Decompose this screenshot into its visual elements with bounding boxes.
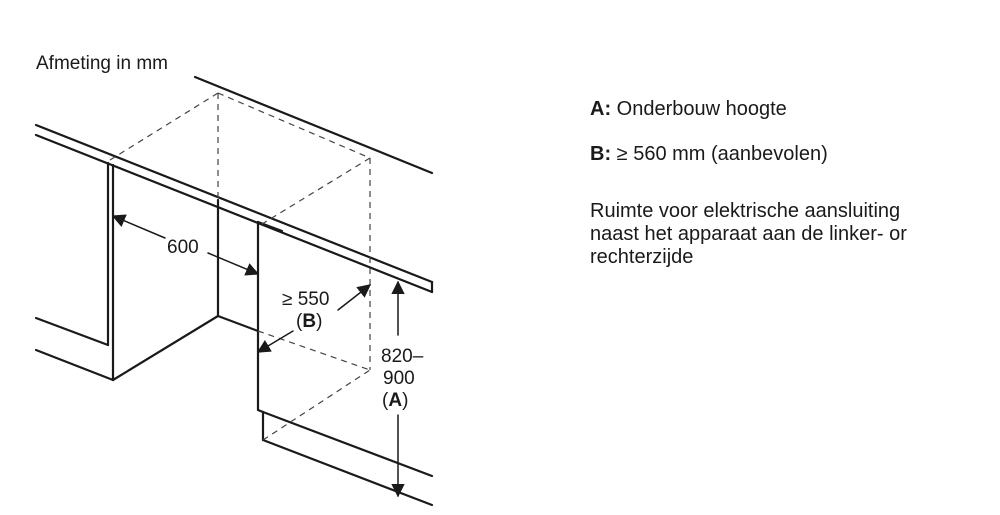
height-reference: (A) xyxy=(382,390,408,411)
legend-text-a: Onderbouw hoogte xyxy=(611,98,787,120)
legend: A: Onderbouw hoogte B: ≥ 560 mm (aanbevo… xyxy=(590,98,990,269)
width-label: 600 xyxy=(167,237,199,258)
electrical-connection-note: Ruimte voor elektrische aansluiting naas… xyxy=(590,200,907,268)
legend-item-a: A: Onderbouw hoogte xyxy=(590,98,990,121)
height-dimension: 820– 900 (A) xyxy=(381,280,424,498)
appliance-envelope xyxy=(109,92,371,441)
legend-key-b: B: xyxy=(590,143,612,165)
depth-dimension: ≥ 550 (B) xyxy=(256,284,372,353)
legend-key-a: A: xyxy=(590,98,612,120)
depth-label: ≥ 550 xyxy=(282,289,329,310)
unit-caption: Afmeting in mm xyxy=(36,53,168,74)
depth-reference: (B) xyxy=(296,311,322,332)
width-dimension: 600 xyxy=(111,214,260,276)
worktop xyxy=(34,123,434,294)
left-cabinet xyxy=(34,161,220,382)
legend-text-b: ≥ 560 mm (aanbevolen) xyxy=(611,143,828,165)
right-cabinet xyxy=(256,220,434,507)
height-label-top: 820– xyxy=(381,346,424,367)
legend-item-b: B: ≥ 560 mm (aanbevolen) xyxy=(590,143,990,166)
back-wall-line xyxy=(193,75,434,175)
height-label-bottom: 900 xyxy=(383,368,415,389)
